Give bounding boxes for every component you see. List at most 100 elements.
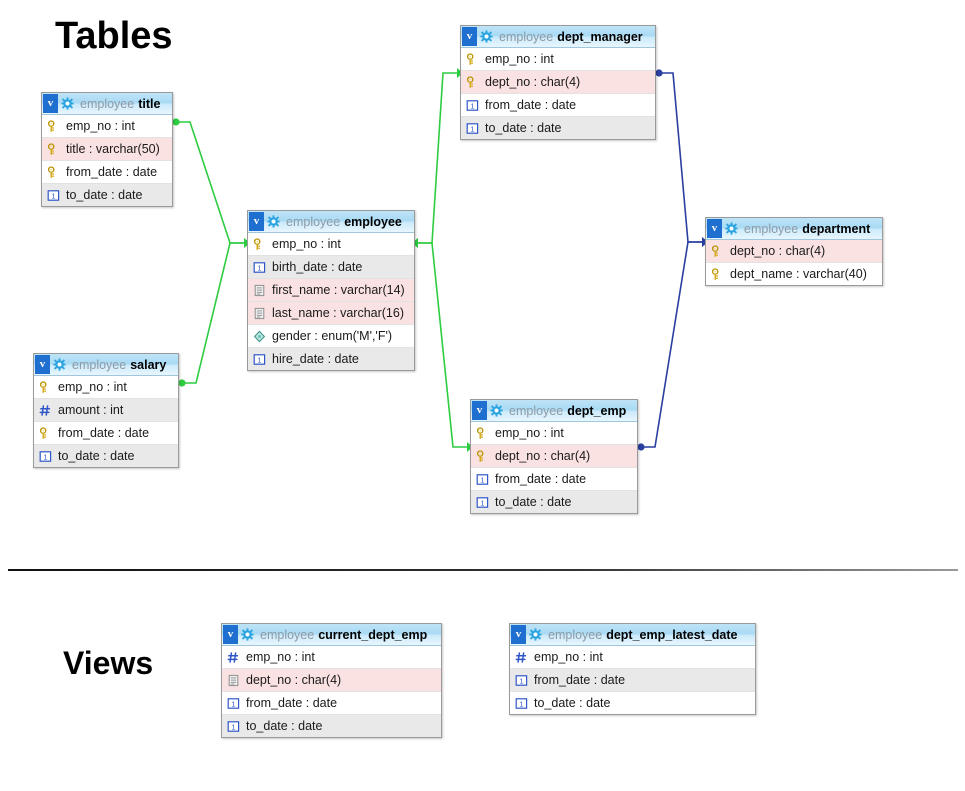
column-row[interactable]: emp_no : int — [248, 233, 414, 256]
view-badge-icon: v — [511, 625, 526, 644]
date-icon: 1 — [39, 450, 52, 463]
relationship-employee-dept_emp — [412, 238, 473, 452]
relationship-title-employee — [172, 118, 250, 248]
column-label: dept_no : char(4) — [495, 449, 591, 463]
column-label: to_date : date — [534, 696, 611, 710]
column-row[interactable]: amount : int — [34, 399, 178, 422]
gear-icon — [725, 222, 738, 235]
date-icon: 1 — [227, 697, 240, 710]
text-icon — [253, 284, 266, 297]
column-label: amount : int — [58, 403, 124, 417]
date-icon: 1 — [466, 122, 479, 135]
key-icon — [466, 52, 479, 66]
column-row[interactable]: dept_name : varchar(40) — [706, 263, 882, 285]
entity-name-label: dept_emp — [567, 403, 627, 418]
svg-text:1: 1 — [519, 676, 523, 685]
entity-schema-label: employee — [260, 627, 315, 642]
column-row[interactable]: emp_no : int — [42, 115, 172, 138]
svg-text:1: 1 — [51, 191, 55, 200]
gear-icon — [241, 628, 254, 641]
column-row[interactable]: dept_no : char(4) — [471, 445, 637, 468]
date-icon: 1 — [515, 674, 528, 687]
view-badge-icon: v — [35, 355, 50, 374]
entity-name-label: dept_manager — [557, 29, 643, 44]
column-row[interactable]: dept_no : char(4) — [222, 669, 441, 692]
section-divider — [8, 569, 958, 571]
key-icon — [47, 142, 60, 156]
entity-schema-label: employee — [286, 214, 341, 229]
column-row[interactable]: emp_no : int — [510, 646, 755, 669]
column-row[interactable]: emp_no : int — [34, 376, 178, 399]
column-row[interactable]: emp_no : int — [222, 646, 441, 669]
svg-text:1: 1 — [519, 699, 523, 708]
column-label: first_name : varchar(14) — [272, 283, 405, 297]
key-icon — [39, 426, 52, 440]
column-label: dept_no : char(4) — [485, 75, 581, 89]
column-label: emp_no : int — [58, 380, 127, 394]
gear-icon — [490, 404, 503, 417]
column-row[interactable]: title : varchar(50) — [42, 138, 172, 161]
column-label: gender : enum('M','F') — [272, 329, 393, 343]
column-row[interactable]: 1 to_date : date — [461, 117, 655, 139]
view-badge-icon: v — [472, 401, 487, 420]
key-icon — [711, 244, 724, 258]
gear-icon — [61, 97, 74, 110]
entity-name-label: title — [138, 96, 161, 111]
number-icon — [39, 404, 52, 417]
number-icon — [515, 651, 528, 664]
column-row[interactable]: last_name : varchar(16) — [248, 302, 414, 325]
date-icon: 1 — [227, 720, 240, 733]
svg-text:1: 1 — [231, 722, 235, 731]
column-row[interactable]: gender : enum('M','F') — [248, 325, 414, 348]
column-row[interactable]: emp_no : int — [461, 48, 655, 71]
entity-schema-label: employee — [509, 403, 564, 418]
column-label: emp_no : int — [246, 650, 315, 664]
svg-text:1: 1 — [43, 452, 47, 461]
svg-text:1: 1 — [257, 355, 261, 364]
column-row[interactable]: emp_no : int — [471, 422, 637, 445]
view-badge-icon: v — [223, 625, 238, 644]
column-label: dept_name : varchar(40) — [730, 267, 867, 281]
view-badge-icon: v — [249, 212, 264, 231]
column-row[interactable]: dept_no : char(4) — [706, 240, 882, 263]
section-title-views: Views — [63, 645, 154, 681]
column-label: to_date : date — [485, 121, 562, 135]
column-row[interactable]: first_name : varchar(14) — [248, 279, 414, 302]
text-icon — [227, 674, 240, 687]
column-label: emp_no : int — [485, 52, 554, 66]
column-label: birth_date : date — [272, 260, 363, 274]
column-row[interactable]: from_date : date — [42, 161, 172, 184]
relationship-salary-employee — [178, 238, 250, 387]
key-icon — [39, 380, 52, 394]
column-row[interactable]: 1 to_date : date — [510, 692, 755, 714]
column-row[interactable]: from_date : date — [34, 422, 178, 445]
entity-schema-label: employee — [499, 29, 554, 44]
column-row[interactable]: dept_no : char(4) — [461, 71, 655, 94]
